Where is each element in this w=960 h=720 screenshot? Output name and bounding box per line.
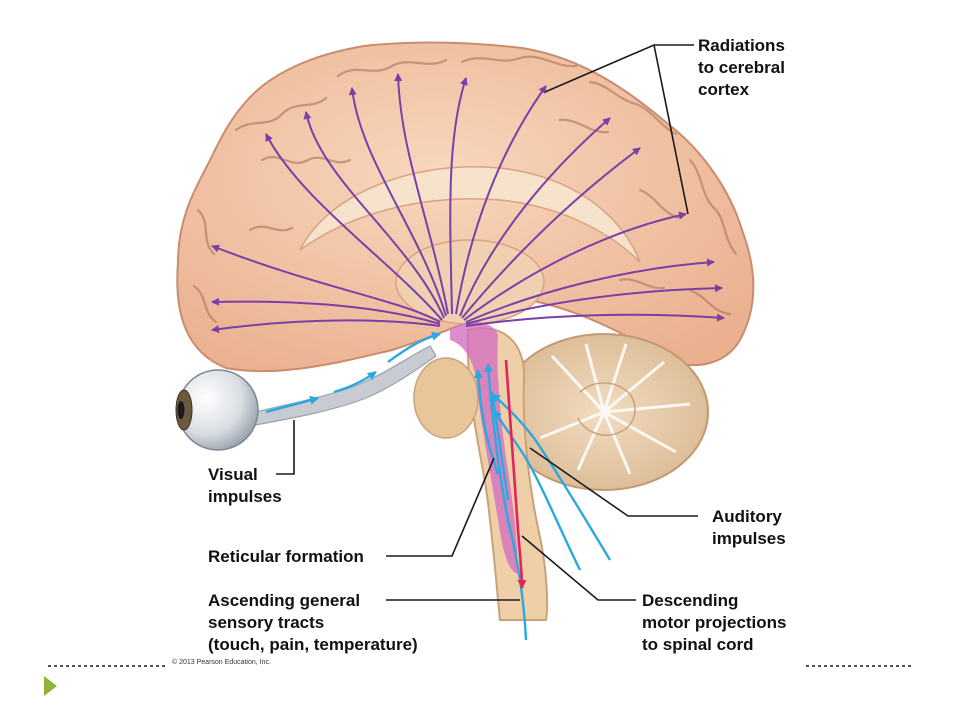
- label-auditory-line-1: Auditory: [712, 507, 782, 526]
- label-visual-line-2: impulses: [208, 487, 282, 506]
- label-reticular-formation: Reticular formation: [208, 547, 364, 566]
- label-auditory-impulses: Auditory impulses: [712, 507, 787, 548]
- copyright-notice: © 2013 Pearson Education, Inc.: [172, 658, 271, 666]
- label-reticular-line-1: Reticular formation: [208, 547, 364, 566]
- label-auditory-line-2: impulses: [712, 529, 786, 548]
- descending-motor-arrow: [504, 359, 527, 589]
- label-descending-line-1: Descending: [642, 591, 738, 610]
- label-radiations-line-3: cortex: [698, 80, 750, 99]
- label-ascending-line-1: Ascending general: [208, 591, 360, 610]
- leader-lines: [48, 44, 912, 667]
- label-radiations: Radiations to cerebral cortex: [698, 36, 790, 99]
- label-ascending-tracts: Ascending general sensory tracts (touch,…: [208, 591, 418, 654]
- auditory-arrows: [491, 393, 612, 571]
- label-ascending-line-2: sensory tracts: [208, 613, 324, 632]
- radiation-arrows: [211, 73, 725, 334]
- cerebrum: [176, 41, 755, 373]
- visual-impulse-arrows: [265, 331, 441, 414]
- label-descending-line-3: to spinal cord: [642, 635, 753, 654]
- label-descending-motor: Descending motor projections to spinal c…: [642, 591, 791, 654]
- cerebellum: [499, 333, 709, 491]
- label-visual-line-1: Visual: [208, 465, 258, 484]
- label-descending-line-2: motor projections: [642, 613, 787, 632]
- label-ascending-line-3: (touch, pain, temperature): [208, 635, 418, 654]
- play-triangle-icon[interactable]: [44, 676, 57, 696]
- label-visual-impulses: Visual impulses: [208, 465, 282, 506]
- label-radiations-line-1: Radiations: [698, 36, 785, 55]
- label-radiations-line-2: to cerebral: [698, 58, 785, 77]
- reticular-formation-core: [450, 322, 518, 574]
